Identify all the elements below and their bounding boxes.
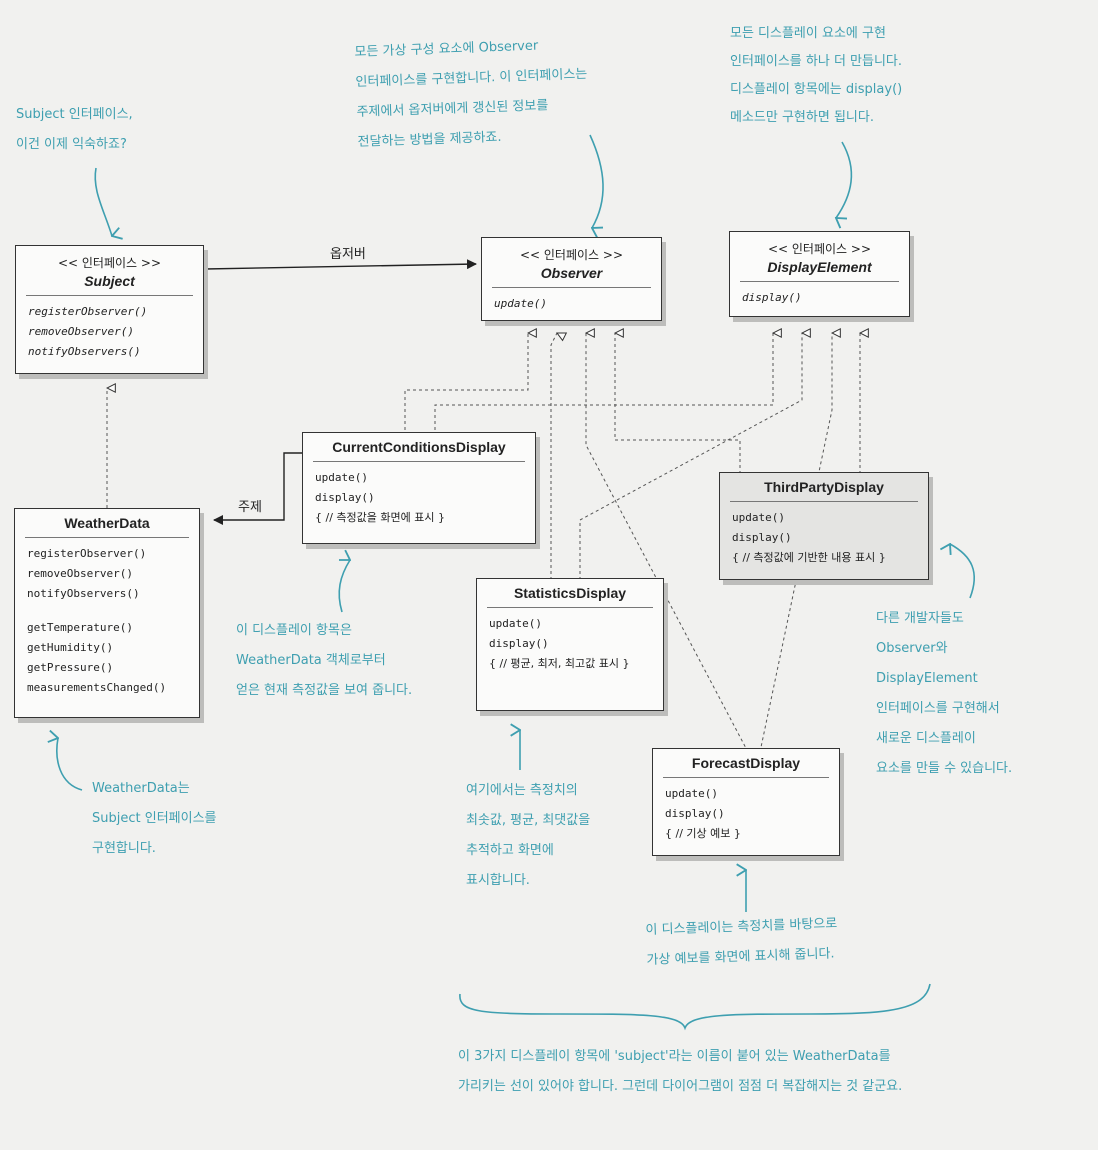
- display-element-annotation: 모든 디스플레이 요소에 구현 인터페이스를 하나 더 만듭니다. 디스플레이 …: [730, 26, 903, 125]
- forecast-observer-realization: [586, 333, 749, 753]
- current-observer-realization: [404, 333, 528, 436]
- weather-data-annotation: WeatherData는 Subject 인터페이스를 구현합니다.: [92, 781, 217, 856]
- method: registerObserver(): [27, 547, 147, 560]
- method: update(): [315, 471, 368, 484]
- current-conditions-annotation: 이 디스플레이 항목은 WeatherData 객체로부터 얻은 현재 측정값을…: [236, 623, 413, 698]
- observer-edge-label: 옵저버: [330, 247, 366, 262]
- method: display(): [742, 291, 802, 304]
- method: update(): [494, 297, 547, 310]
- method: display(): [315, 491, 375, 504]
- class-name: StatisticsDisplay: [513, 585, 627, 601]
- method: getPressure(): [27, 661, 114, 674]
- method: notifyObservers(): [27, 587, 140, 600]
- current-display-realization: [434, 333, 773, 436]
- method: getHumidity(): [27, 641, 114, 654]
- method: display(): [665, 807, 725, 820]
- forecast-annotation: 이 디스플레이는 측정치를 바탕으로 가상 예보를 화면에 표시해 줍니다.: [645, 916, 838, 968]
- third-note-arrow: [950, 544, 975, 599]
- display-note-arrow: [836, 141, 853, 218]
- third-party-annotation: 다른 개발자들도 Observer와 DisplayElement 인터페이스를…: [876, 611, 1013, 776]
- bottom-annotation: 이 3가지 디스플레이 항목에 'subject'라는 이름이 붙어 있는 We…: [458, 1049, 903, 1094]
- method-body: { // 측정값을 화면에 표시 }: [315, 511, 445, 524]
- method: update(): [489, 617, 542, 630]
- stereotype-label: << 인터페이스 >>: [57, 256, 162, 270]
- method: display(): [489, 637, 549, 650]
- method-body: { // 기상 예보 }: [665, 827, 741, 840]
- statistics-annotation: 여기에서는 측정치의 최솟값, 평균, 최댓값을 추적하고 화면에 표시합니다.: [466, 783, 591, 888]
- statistics-display-box: StatisticsDisplay update() display() { /…: [476, 578, 664, 711]
- bottom-brace: [459, 983, 931, 1031]
- forecast-display-realization: [759, 333, 832, 753]
- class-name: Observer: [540, 265, 603, 281]
- subject-edge-label: 주제: [238, 500, 262, 515]
- method: removeObserver(): [27, 567, 133, 580]
- stereotype-label: << 인터페이스 >>: [519, 248, 624, 262]
- method: display(): [732, 531, 792, 544]
- method: registerObserver(): [28, 305, 148, 318]
- weather-data-class-box: WeatherData registerObserver() removeObs…: [14, 508, 200, 718]
- observer-interface-box: << 인터페이스 >> Observer update(): [481, 237, 662, 321]
- subject-annotation: Subject 인터페이스, 이건 이제 익숙하죠?: [16, 107, 133, 152]
- class-name: Subject: [84, 273, 135, 289]
- current-conditions-display-box: CurrentConditionsDisplay update() displa…: [302, 432, 536, 544]
- method: update(): [665, 787, 718, 800]
- method: update(): [732, 511, 785, 524]
- class-name: DisplayElement: [767, 259, 872, 275]
- third-observer-realization: [615, 333, 741, 474]
- method: measurementsChanged(): [27, 681, 167, 694]
- method: notifyObservers(): [28, 345, 141, 358]
- subject-association-line: [213, 452, 302, 525]
- stats-observer-realization: [550, 333, 557, 580]
- display-element-interface-box: << 인터페이스 >> DisplayElement display(): [729, 231, 910, 317]
- observer-note-arrow: [589, 134, 604, 228]
- class-name: WeatherData: [64, 515, 150, 531]
- method: getTemperature(): [27, 621, 133, 634]
- forecast-display-box: ForecastDisplay update() display() { // …: [652, 748, 840, 856]
- class-name: ThirdPartyDisplay: [764, 479, 884, 495]
- method: removeObserver(): [28, 325, 134, 338]
- observer-association-line: [204, 259, 477, 270]
- method-body: { // 측정값에 기반한 내용 표시 }: [732, 551, 886, 564]
- subject-interface-box: << 인터페이스 >> Subject registerObserver() r…: [15, 245, 204, 374]
- method-body: { // 평균, 최저, 최고값 표시 }: [489, 657, 630, 670]
- stereotype-label: << 인터페이스 >>: [767, 242, 872, 256]
- subject-note-arrow: [94, 167, 112, 236]
- third-party-display-box: ThirdPartyDisplay update() display() { /…: [719, 472, 929, 580]
- class-name: ForecastDisplay: [691, 755, 801, 771]
- class-name: CurrentConditionsDisplay: [332, 439, 506, 455]
- observer-annotation: 모든 가상 구성 요소에 Observer 인터페이스를 구현합니다. 이 인터…: [354, 38, 588, 150]
- current-note-arrow: [338, 560, 350, 613]
- weather-note-arrow: [57, 738, 83, 791]
- stats-display-realization: [579, 333, 802, 580]
